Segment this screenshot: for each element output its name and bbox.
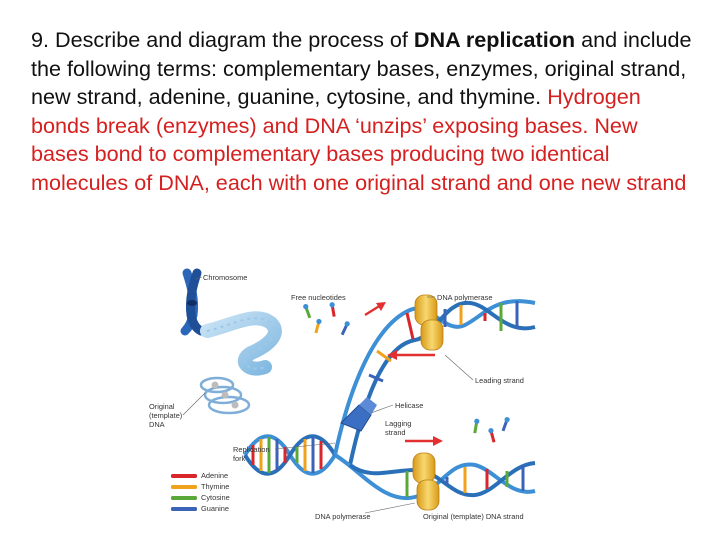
label-free-nucleotides: Free nucleotides [291,293,346,302]
question-text: 9. Describe and diagram the process of D… [31,26,701,198]
question-intro: Describe and diagram the process of [55,27,408,52]
lagging-helix [333,453,536,501]
label-lagging-strand-2: strand [385,428,406,437]
legend-cytosine: Cytosine [171,493,230,502]
helicase-icon [340,397,377,432]
label-dna-polymerase-top: DNA polymerase [437,293,492,302]
question-number: 9. [31,27,50,52]
label-replication-fork-1: Replication [233,445,270,454]
question-terms-list: and include the following terms: complem… [31,27,692,110]
label-original-3: DNA [149,420,165,429]
lagging-strand-arrow [405,436,443,446]
label-replication-fork-2: fork [233,454,246,463]
dna-polymerase-bottom-icon [412,452,440,511]
legend-adenine: Adenine [171,471,228,480]
leading-strand-arrow [387,350,435,360]
label-helicase: Helicase [395,401,423,410]
label-original-2: (template) [149,411,182,420]
svg-text:Thymine: Thymine [201,482,229,491]
label-original-1: Original [149,402,175,411]
original-helix [243,434,337,476]
chromosome-icon [180,268,206,336]
dna-polymerase-top-icon [414,294,444,351]
svg-text:Adenine: Adenine [201,471,228,480]
replication-arrow [364,302,386,317]
label-chromosome: Chromosome [203,273,247,282]
free-nucleotides-icon [303,302,510,443]
base-legend: Adenine Thymine Cytosine Guanine [171,471,230,513]
legend-guanine: Guanine [171,504,229,513]
answer-text: Hydrogen bonds break (enzymes) and DNA ‘… [31,84,687,195]
legend-thymine: Thymine [171,482,229,491]
label-leading-strand: Leading strand [475,376,524,385]
question-term-dna-replication: DNA replication [413,27,576,52]
svg-text:Cytosine: Cytosine [201,493,230,502]
label-original-template-strand: Original (template) DNA strand [423,512,524,521]
coiled-dna [199,311,282,415]
svg-text:Guanine: Guanine [201,504,229,513]
label-dna-polymerase-bottom: DNA polymerase [315,512,370,521]
dna-replication-diagram: Chromosome [149,268,536,521]
label-lagging-strand-1: Lagging [385,419,411,428]
